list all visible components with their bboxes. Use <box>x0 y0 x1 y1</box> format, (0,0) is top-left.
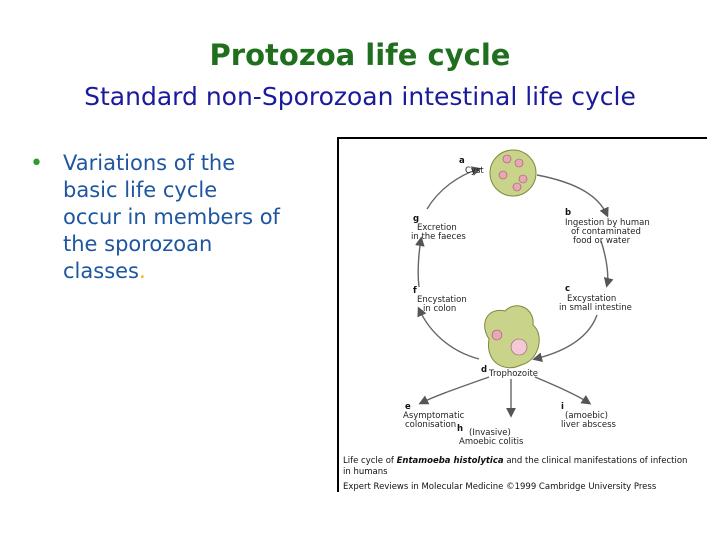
bullet-period: . <box>139 259 146 283</box>
step-c-line1: Excystation <box>567 294 616 304</box>
step-h-line1: (Invasive) <box>469 428 511 438</box>
life-cycle-figure: a Cyst b Ingestion by human of contamina… <box>337 137 707 492</box>
step-i-letter: i <box>561 402 564 412</box>
bullet-item: Variations of the basic life cycle occur… <box>63 150 330 285</box>
step-g-letter: g <box>413 214 419 224</box>
step-h-letter: h <box>457 424 463 434</box>
step-i-line2: liver abscess <box>561 420 617 430</box>
trophozoite-icon <box>484 305 540 369</box>
figure-caption-line2: in humans <box>343 467 388 477</box>
step-f-line2: in colon <box>423 304 456 314</box>
bullet-icon: • <box>30 151 43 176</box>
step-g-line2: in the faeces <box>411 232 466 242</box>
cycle-arrow-g-a <box>426 166 482 210</box>
figure-caption-line1: Life cycle of Entamoeba histolytica and … <box>343 456 687 466</box>
caption-part2: and the clinical manifestations of infec… <box>504 456 688 466</box>
arrow-to-i <box>534 376 592 405</box>
slide-subtitle: Standard non-Sporozoan intestinal life c… <box>84 82 636 111</box>
step-b-line2: of contaminated <box>571 227 641 237</box>
figure-source: Expert Reviews in Molecular Medicine ©19… <box>343 482 657 492</box>
step-b-line1: Ingestion by human <box>565 218 650 228</box>
caption-part1: Life cycle of <box>343 456 397 466</box>
bullet-list: • Variations of the basic life cycle occ… <box>30 150 330 285</box>
step-c-letter: c <box>565 284 570 294</box>
step-e-line1: Asymptomatic <box>403 411 465 421</box>
step-i-line1: (amoebic) <box>565 411 608 421</box>
step-a-letter: a <box>459 156 465 166</box>
cycle-arrow-a-b <box>536 174 609 218</box>
step-b-letter: b <box>565 208 571 218</box>
step-b-line3: food or water <box>573 236 631 246</box>
step-f-line1: Encystation <box>417 295 467 305</box>
caption-species: Entamoeba histolytica <box>397 456 504 466</box>
step-d-label: Trophozoite <box>488 369 538 379</box>
step-d-letter: d <box>481 365 487 375</box>
step-c-line2: in small intestine <box>559 303 632 313</box>
cycle-arrow-c-d <box>532 314 598 363</box>
step-a-label: Cyst <box>465 166 484 176</box>
cycle-arrow-f-g <box>415 236 425 288</box>
step-e-letter: e <box>405 402 411 412</box>
cyst-icon <box>489 149 537 197</box>
step-g-line1: Excretion <box>417 223 457 233</box>
step-f-letter: f <box>413 286 417 296</box>
cycle-arrow-d-f <box>417 306 480 360</box>
step-e-line2: colonisation <box>405 420 456 430</box>
slide-title: Protozoa life cycle <box>209 38 511 72</box>
bullet-text: Variations of the basic life cycle occur… <box>63 151 280 283</box>
step-h-line2: Amoebic colitis <box>459 437 524 447</box>
cycle-arrow-b-c <box>600 240 614 288</box>
life-cycle-diagram: a Cyst b Ingestion by human of contamina… <box>343 149 687 492</box>
arrow-to-e <box>418 376 490 405</box>
